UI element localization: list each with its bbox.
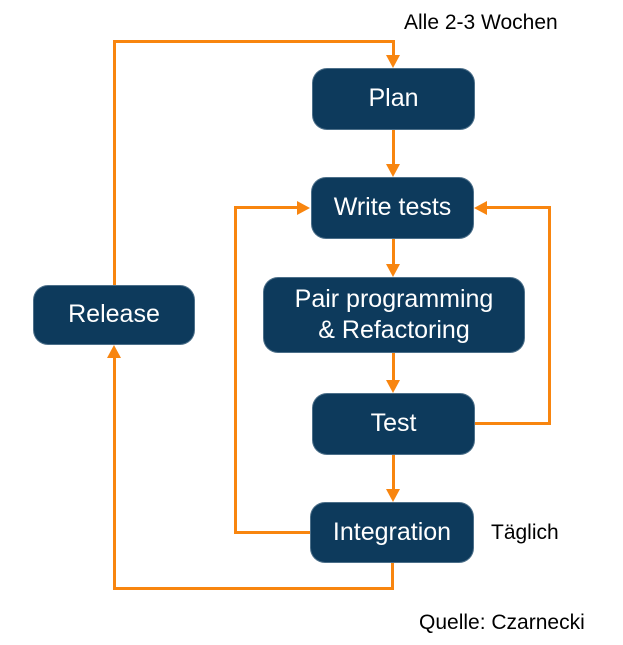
arrowhead-into-write-tests-top [386, 164, 400, 177]
node-release: Release [33, 285, 195, 345]
arrowhead-into-pair-programming-top [386, 264, 400, 277]
cycle-annotation: Alle 2-3 Wochen [404, 11, 558, 34]
arrowhead-into-release-bottom [107, 345, 121, 358]
connector-outer-loop-left-upper-segment [113, 42, 116, 285]
connector-test-loop-vertical-segment [548, 206, 551, 425]
source-annotation: Quelle: Czarnecki [419, 611, 585, 634]
node-integration-label: Integration [332, 517, 452, 546]
node-integration: Integration [310, 502, 474, 563]
connector-into-plan-segment [392, 40, 395, 56]
arrowhead-into-test-top [386, 380, 400, 393]
connector-daily-loop-vertical-segment [234, 206, 237, 534]
node-plan: Plan [312, 68, 475, 130]
arrowhead-into-plan-top [386, 55, 400, 68]
arrowhead-into-write-tests-left [297, 201, 310, 215]
connector-test-loop-top-segment [487, 206, 549, 209]
node-test-label: Test [370, 409, 417, 438]
node-write-tests-label: Write tests [333, 193, 452, 222]
connector-outer-loop-left-lower-segment [113, 358, 116, 590]
connector-daily-loop-top-segment [234, 206, 297, 209]
connector-pair-programming-to-test [392, 353, 395, 381]
connector-test-to-integration [392, 455, 395, 490]
node-release-label: Release [68, 300, 160, 329]
connector-integration-bottom-segment [391, 563, 394, 590]
node-pair-programming: Pair programming & Refactoring [263, 277, 525, 353]
daily-annotation: Täglich [491, 521, 559, 544]
node-write-tests: Write tests [311, 177, 474, 239]
connector-test-right-segment [475, 422, 551, 425]
connector-plan-to-write-tests [392, 130, 395, 165]
node-pair-programming-label: Pair programming & Refactoring [294, 284, 494, 344]
arrowhead-into-write-tests-right [474, 201, 487, 215]
connector-outer-loop-top-segment [113, 40, 394, 43]
node-plan-label: Plan [368, 84, 419, 113]
connector-integration-left-segment [235, 531, 310, 534]
arrowhead-into-integration-top [386, 489, 400, 502]
node-test: Test [312, 393, 475, 455]
connector-outer-loop-bottom-segment [113, 587, 394, 590]
connector-write-tests-to-pair-programming [392, 239, 395, 265]
